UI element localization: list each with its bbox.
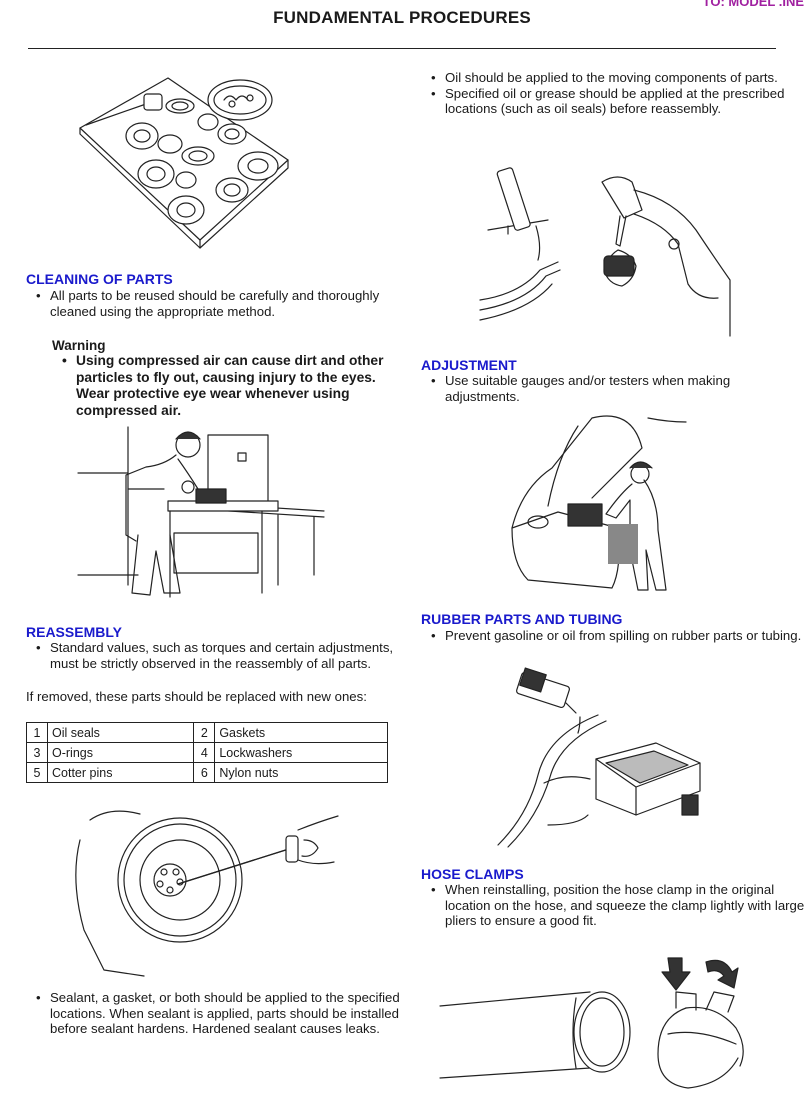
reassembly-heading: REASSEMBLY (26, 624, 122, 640)
oil-bullets: Oil should be applied to the moving comp… (421, 70, 804, 117)
table-cell: Gaskets (214, 722, 388, 743)
oil-bullet: Specified oil or grease should be applie… (431, 86, 804, 117)
table-cell: 1 (26, 722, 48, 743)
reassembly-bullets: Standard values, such as torques and cer… (26, 640, 410, 671)
adjustment-bullet: Use suitable gauges and/or testers when … (431, 373, 804, 404)
table-cell: Cotter pins (46, 762, 195, 783)
reassembly-note: If removed, these parts should be replac… (26, 689, 367, 704)
sealant-bullets: Sealant, a gasket, or both should be app… (26, 990, 412, 1037)
rubber-bullets: Prevent gasoline or oil from spilling on… (421, 628, 804, 644)
table-cell: 3 (26, 742, 48, 763)
cleaning-heading: CLEANING OF PARTS (26, 271, 173, 287)
rubber-tubing-illustration (497, 667, 701, 848)
rubber-bullet: Prevent gasoline or oil from spilling on… (431, 628, 804, 644)
flywheel-torque-wrench-illustration (75, 810, 339, 977)
title-divider (28, 48, 776, 49)
parts-tray-illustration (79, 77, 289, 249)
page-title: FUNDAMENTAL PROCEDURES (273, 8, 531, 27)
adjustment-heading: ADJUSTMENT (421, 357, 517, 373)
table-cell: Oil seals (46, 722, 195, 743)
table-row: 3 O-rings 4 Lockwashers (26, 742, 388, 763)
table-cell: 5 (26, 762, 48, 783)
oil-bullet: Oil should be applied to the moving comp… (431, 70, 804, 86)
reassembly-bullet: Standard values, such as torques and cer… (36, 640, 410, 671)
warning-bullet: Using compressed air can cause dirt and … (62, 353, 406, 419)
table-cell: 2 (193, 722, 216, 743)
table-cell: Nylon nuts (214, 762, 388, 783)
cleaning-bullets: All parts to be reused should be careful… (26, 288, 410, 319)
table-cell: 6 (193, 762, 216, 783)
table-row: 5 Cotter pins 6 Nylon nuts (26, 762, 388, 783)
replacement-parts-table: 1 Oil seals 2 Gaskets 3 O-rings 4 Lockwa… (26, 722, 388, 783)
hose-bullets: When reinstalling, position the hose cla… (421, 882, 804, 929)
compressed-air-cleaning-illustration (77, 426, 325, 598)
oil-application-illustration (479, 167, 731, 337)
sealant-bullet: Sealant, a gasket, or both should be app… (36, 990, 412, 1037)
table-cell: Lockwashers (214, 742, 388, 763)
adjustment-bullets: Use suitable gauges and/or testers when … (421, 373, 804, 404)
corner-text: TO: MODEL .INE (702, 0, 804, 9)
cleaning-bullet: All parts to be reused should be careful… (36, 288, 410, 319)
warning-bullets: Using compressed air can cause dirt and … (52, 353, 406, 419)
hose-bullet: When reinstalling, position the hose cla… (431, 882, 804, 929)
hose-heading: HOSE CLAMPS (421, 866, 524, 882)
table-cell: 4 (193, 742, 216, 763)
engine-adjustment-illustration (511, 415, 687, 591)
warning-label: Warning (52, 338, 106, 353)
table-row: 1 Oil seals 2 Gaskets (26, 722, 388, 743)
hose-clamp-illustration (439, 957, 744, 1089)
rubber-heading: RUBBER PARTS AND TUBING (421, 611, 623, 627)
table-cell: O-rings (46, 742, 195, 763)
